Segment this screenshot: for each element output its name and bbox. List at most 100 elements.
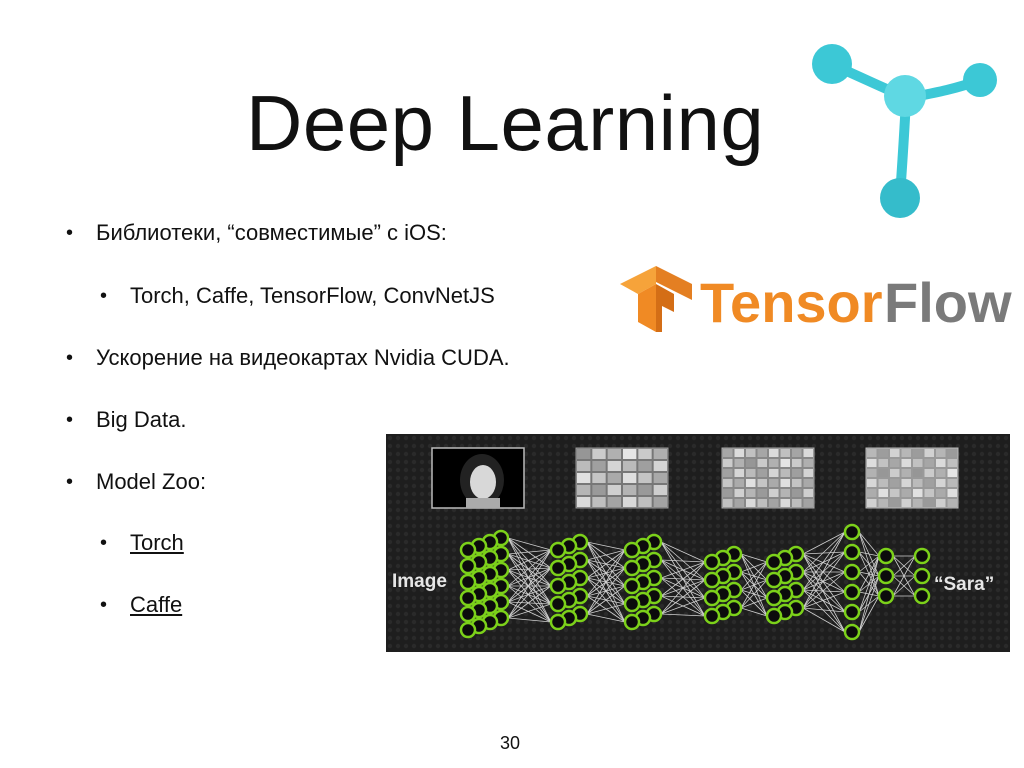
feature-tile [623, 449, 637, 459]
neuron-node [459, 621, 477, 639]
feature-tile [734, 479, 744, 487]
feature-tile [723, 449, 733, 457]
connection-line [507, 553, 552, 587]
input-face-photo [431, 447, 525, 509]
neuron-node [765, 571, 783, 589]
connection-line [507, 585, 552, 619]
neuron-node [459, 589, 477, 607]
feature-tile [638, 497, 652, 507]
torch-link[interactable]: Torch [130, 530, 184, 555]
feature-tile [890, 459, 900, 467]
feature-tile [623, 461, 637, 471]
feature-tile [757, 499, 767, 507]
feature-tile [913, 469, 923, 477]
feature-tile [592, 461, 606, 471]
bullet-dot-icon: • [100, 593, 108, 616]
feature-tile [867, 459, 877, 467]
feature-tile [723, 499, 733, 507]
connection-line [858, 555, 880, 633]
feature-tile [792, 489, 802, 497]
connection-line [660, 613, 706, 617]
feature-tile [947, 499, 957, 507]
feature-tile [878, 459, 888, 467]
neuron-node [843, 603, 861, 621]
connection-line [507, 601, 552, 623]
connection-line [507, 549, 552, 587]
connection-line [507, 567, 552, 571]
feature-tile [653, 461, 667, 471]
connection-line [740, 553, 768, 563]
neuron-node [877, 547, 895, 565]
bullet-dot-icon: • [66, 221, 74, 244]
feature-tile [607, 497, 621, 507]
connection-line [802, 531, 846, 609]
feature-tile [780, 459, 790, 467]
connection-line [802, 553, 846, 593]
feature-tile [577, 485, 591, 495]
feature-tile [947, 449, 957, 457]
connection-line [507, 585, 552, 603]
feature-tile [638, 473, 652, 483]
caffe-link[interactable]: Caffe [130, 592, 183, 617]
molecule-logo-icon [808, 38, 1008, 228]
feature-tile [890, 489, 900, 497]
input-label: Image [392, 571, 447, 592]
bullet-text: Big Data. [96, 407, 187, 432]
feature-tile [723, 489, 733, 497]
neuron-node [843, 523, 861, 541]
connection-line [507, 585, 552, 605]
feature-tile [803, 449, 813, 457]
neuron-node [623, 559, 641, 577]
feature-tile [803, 459, 813, 467]
neuron-node [765, 589, 783, 607]
feature-tile [913, 489, 923, 497]
feature-tile [924, 479, 934, 487]
connection-line [740, 561, 768, 573]
feature-tile [607, 461, 621, 471]
connection-line [586, 549, 626, 561]
feature-tile [607, 473, 621, 483]
feature-tile [867, 479, 877, 487]
feature-tile [867, 499, 877, 507]
bullet-text: Библиотеки, “совместимые” с iOS: [96, 220, 447, 245]
feature-tile [936, 499, 946, 507]
neuron-node [459, 573, 477, 591]
feature-tile [780, 489, 790, 497]
feature-map-layer-2 [721, 447, 815, 509]
connection-line [740, 579, 768, 609]
connection-line [802, 571, 846, 633]
feature-tile [769, 499, 779, 507]
bullet-torch-link: • Torch [100, 530, 184, 556]
connection-line [660, 541, 706, 563]
connection-line [507, 553, 552, 569]
connection-line [586, 549, 626, 597]
bullet-dot-icon: • [100, 284, 108, 307]
feature-tile [757, 459, 767, 467]
feature-tile [803, 489, 813, 497]
connection-line [507, 569, 552, 605]
neuron-node [843, 583, 861, 601]
feature-tile [734, 449, 744, 457]
connection-line [802, 531, 846, 591]
bullet-dot-icon: • [100, 531, 108, 554]
feature-tile [947, 489, 957, 497]
neuron-node [765, 553, 783, 571]
connection-line [858, 595, 880, 633]
neuron-node [877, 587, 895, 605]
bullet-dot-icon: • [66, 408, 74, 431]
feature-tile [878, 449, 888, 457]
feature-tile [803, 499, 813, 507]
connection-line [802, 551, 846, 573]
feature-tile [867, 449, 877, 457]
feature-tile [577, 449, 591, 459]
feature-tile [780, 499, 790, 507]
connection-line [802, 551, 846, 555]
page-number: 30 [500, 733, 521, 753]
connection-line [586, 603, 626, 615]
connection-line [507, 553, 552, 605]
neuron-node [623, 577, 641, 595]
neuron-node [843, 563, 861, 581]
connection-line [858, 531, 880, 557]
connection-line [507, 537, 552, 551]
feature-tile [592, 473, 606, 483]
